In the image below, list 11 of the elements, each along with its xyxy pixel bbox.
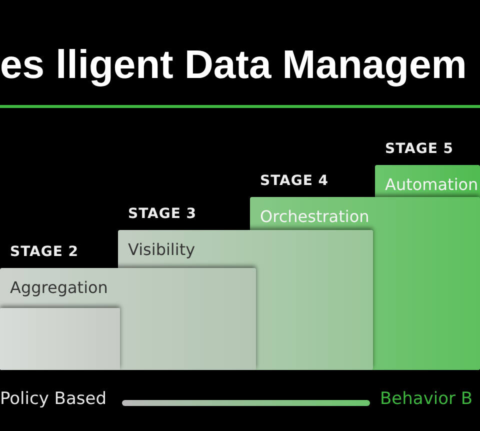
stage-label: Aggregation [10, 278, 108, 297]
stage-heading: STAGE 4 [260, 173, 329, 189]
slide-title: es lligent Data Managem [0, 42, 468, 89]
stage-label: Automation [385, 175, 478, 194]
stage-heading: STAGE 5 [385, 141, 454, 157]
stage-label: Visibility [128, 240, 196, 259]
scale-end-label: Behavior B [380, 389, 473, 409]
stage-label: Orchestration [260, 207, 370, 226]
stage-heading: STAGE 2 [10, 244, 79, 260]
scale-end-label: Policy Based [0, 389, 106, 409]
stage-heading: STAGE 3 [128, 206, 197, 222]
